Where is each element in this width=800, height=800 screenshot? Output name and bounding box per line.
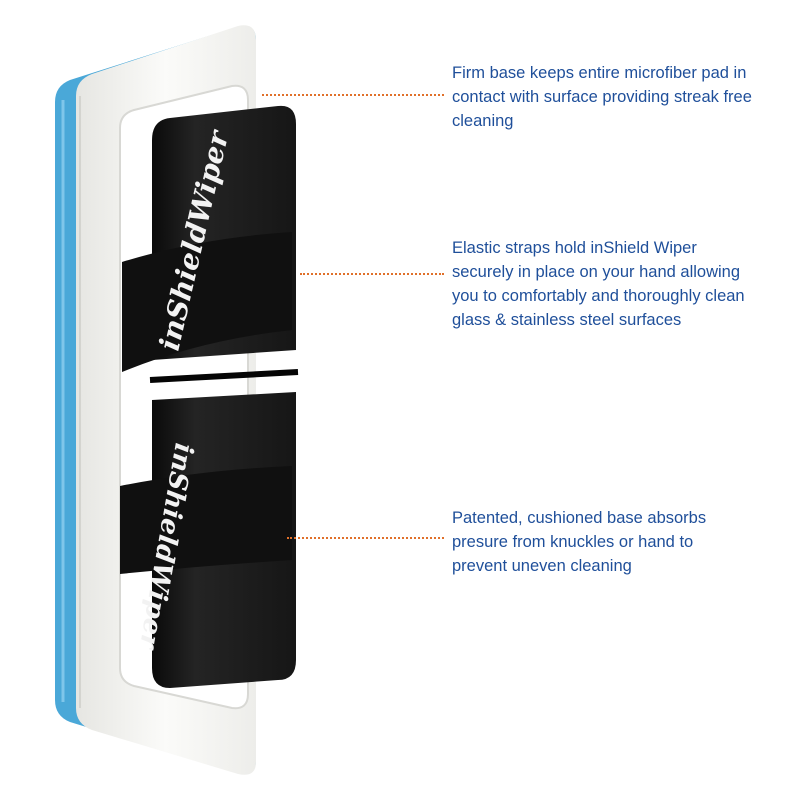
elastic-strap-bottom: [120, 466, 292, 574]
callout-leader-line: [300, 273, 444, 275]
callout-firm-base-text: Firm base keeps entire microfiber pad in…: [452, 64, 752, 130]
callout-elastic-straps-text: Elastic straps hold inShield Wiper secur…: [452, 239, 745, 329]
callout-leader-line: [287, 537, 444, 539]
pad-divider: [149, 369, 299, 383]
callout-leader-line: [262, 94, 444, 96]
elastic-strap-top: [122, 232, 292, 372]
callout-cushioned-base-text: Patented, cushioned base absorbs presure…: [452, 509, 707, 575]
